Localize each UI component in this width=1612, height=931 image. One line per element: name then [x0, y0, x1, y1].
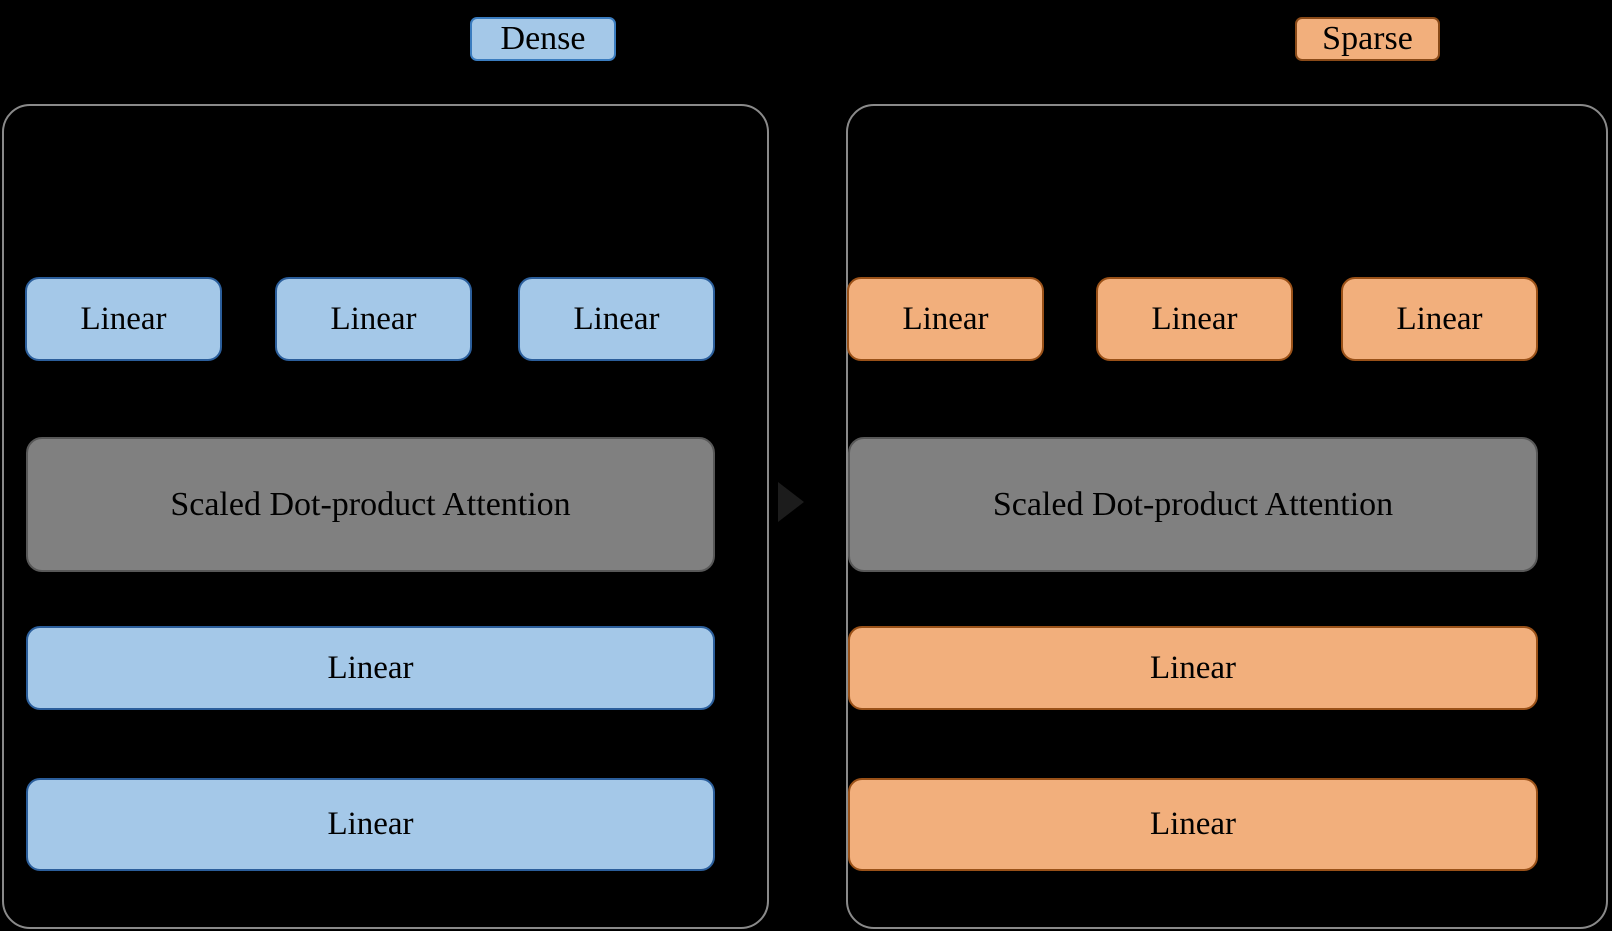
- sparse-linear-projection-3[interactable]: Linear: [1341, 277, 1538, 361]
- dense-linear-projection-2[interactable]: Linear: [275, 277, 472, 361]
- sparse-linear-projection-2[interactable]: Linear: [1096, 277, 1293, 361]
- sparse-panel: [846, 104, 1608, 929]
- dense-scaled-dot-product-attention[interactable]: Scaled Dot-product Attention: [26, 437, 715, 572]
- sparse-label-pill: Sparse: [1295, 17, 1440, 61]
- transform-arrow-icon: [778, 482, 804, 522]
- sparse-linear-projection-1[interactable]: Linear: [847, 277, 1044, 361]
- sparse-linear-output-1[interactable]: Linear: [848, 626, 1538, 710]
- sparse-linear-output-2[interactable]: Linear: [848, 778, 1538, 871]
- sparse-scaled-dot-product-attention[interactable]: Scaled Dot-product Attention: [848, 437, 1538, 572]
- dense-label-pill: Dense: [470, 17, 616, 61]
- dense-linear-projection-3[interactable]: Linear: [518, 277, 715, 361]
- dense-linear-output-1[interactable]: Linear: [26, 626, 715, 710]
- dense-linear-output-2[interactable]: Linear: [26, 778, 715, 871]
- dense-linear-projection-1[interactable]: Linear: [25, 277, 222, 361]
- dense-panel: [2, 104, 769, 929]
